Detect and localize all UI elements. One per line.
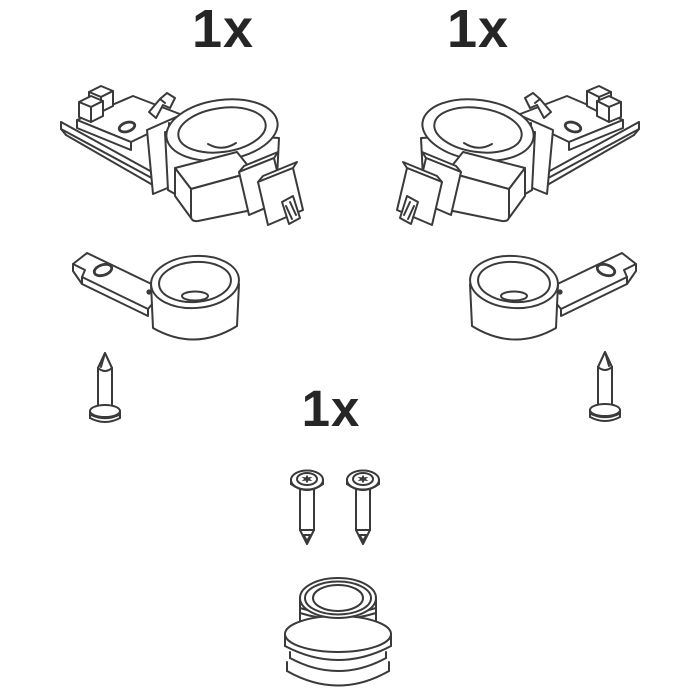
dowel-pin-left-icon <box>89 351 123 433</box>
torx-screw-right-icon <box>345 468 381 554</box>
qty-label-top-right: 1x <box>446 0 510 59</box>
mounting-bracket-assembly-right-icon <box>395 80 645 240</box>
mounting-bracket-assembly-left-icon <box>55 80 305 240</box>
dowel-pin-right-icon <box>589 350 623 432</box>
cam-bushing-right-icon <box>465 246 637 350</box>
torx-screw-left-icon <box>289 468 325 554</box>
cam-bushing-left-icon <box>72 246 244 350</box>
qty-label-top-left: 1x <box>191 0 255 59</box>
sleeve-grommet-icon <box>282 574 394 698</box>
qty-label-center: 1x <box>301 380 361 437</box>
